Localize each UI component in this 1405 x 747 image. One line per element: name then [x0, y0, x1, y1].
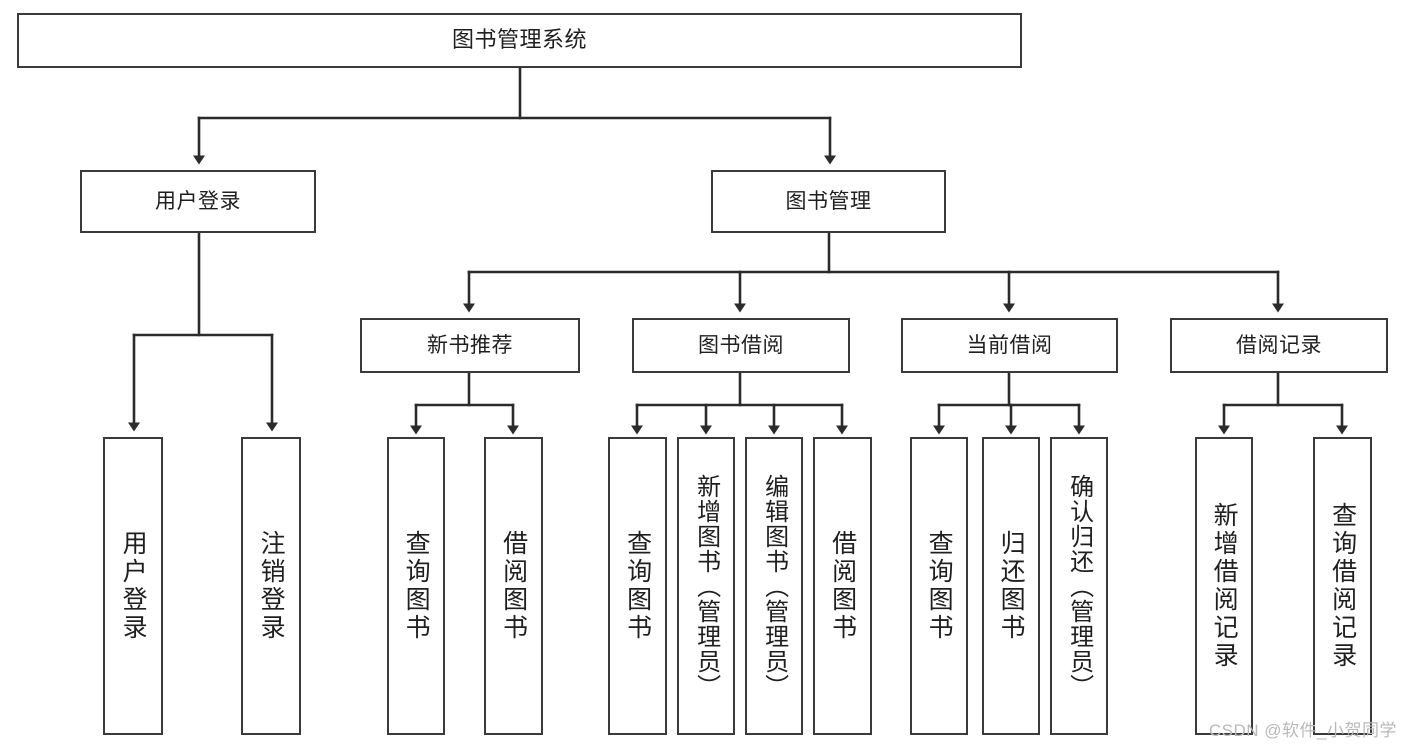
leaf-borrow-edit-book-label: 编辑图书（管理员）	[760, 473, 788, 699]
leaf-records-query-record[interactable]: 查询借阅记录	[1313, 437, 1372, 735]
leaf-records-add-record[interactable]: 新增借阅记录	[1195, 437, 1253, 735]
leaf-current-query-book[interactable]: 查询图书	[910, 437, 968, 735]
leaf-current-return-book-label: 归还图书	[997, 530, 1026, 642]
node-book-borrow[interactable]: 图书借阅	[632, 318, 850, 373]
node-borrow-records-label: 借阅记录	[1236, 333, 1322, 357]
node-root[interactable]: 图书管理系统	[17, 13, 1022, 68]
leaf-current-query-book-label: 查询图书	[925, 530, 954, 642]
leaf-borrow-add-book[interactable]: 新增图书（管理员）	[677, 437, 735, 735]
node-user-login-label: 用户登录	[155, 189, 241, 213]
leaf-recommend-query-book[interactable]: 查询图书	[387, 437, 445, 735]
leaf-logout[interactable]: 注销登录	[241, 437, 301, 735]
leaf-borrow-query-book[interactable]: 查询图书	[608, 437, 667, 735]
node-new-book-recommend-label: 新书推荐	[427, 333, 513, 357]
leaf-records-add-record-label: 新增借阅记录	[1210, 502, 1239, 670]
leaf-borrow-lend-book[interactable]: 借阅图书	[813, 437, 872, 735]
node-new-book-recommend[interactable]: 新书推荐	[360, 318, 580, 373]
leaf-current-confirm-return[interactable]: 确认归还（管理员）	[1050, 437, 1108, 735]
node-root-label: 图书管理系统	[451, 27, 587, 53]
leaf-recommend-borrow-book[interactable]: 借阅图书	[484, 437, 543, 735]
leaf-borrow-lend-book-label: 借阅图书	[828, 530, 857, 642]
node-book-management[interactable]: 图书管理	[711, 170, 946, 233]
node-book-management-label: 图书管理	[785, 189, 872, 213]
leaf-user-login-label: 用户登录	[119, 530, 148, 642]
leaf-records-query-record-label: 查询借阅记录	[1328, 502, 1357, 670]
node-user-login[interactable]: 用户登录	[80, 170, 316, 233]
leaf-borrow-add-book-label: 新增图书（管理员）	[692, 473, 720, 699]
node-current-borrow-label: 当前借阅	[966, 333, 1053, 357]
leaf-current-return-book[interactable]: 归还图书	[982, 437, 1040, 735]
leaf-borrow-edit-book[interactable]: 编辑图书（管理员）	[745, 437, 803, 735]
node-book-borrow-label: 图书借阅	[698, 333, 784, 357]
leaf-user-login[interactable]: 用户登录	[103, 437, 163, 735]
leaf-logout-label: 注销登录	[257, 530, 286, 642]
node-current-borrow[interactable]: 当前借阅	[901, 318, 1118, 373]
leaf-recommend-borrow-book-label: 借阅图书	[499, 530, 528, 642]
leaf-current-confirm-return-label: 确认归还（管理员）	[1065, 473, 1093, 699]
watermark: CSDN @软件_小贺同学	[1208, 721, 1397, 740]
leaf-recommend-query-book-label: 查询图书	[402, 530, 431, 642]
node-borrow-records[interactable]: 借阅记录	[1170, 318, 1388, 373]
leaf-borrow-query-book-label: 查询图书	[623, 530, 652, 642]
